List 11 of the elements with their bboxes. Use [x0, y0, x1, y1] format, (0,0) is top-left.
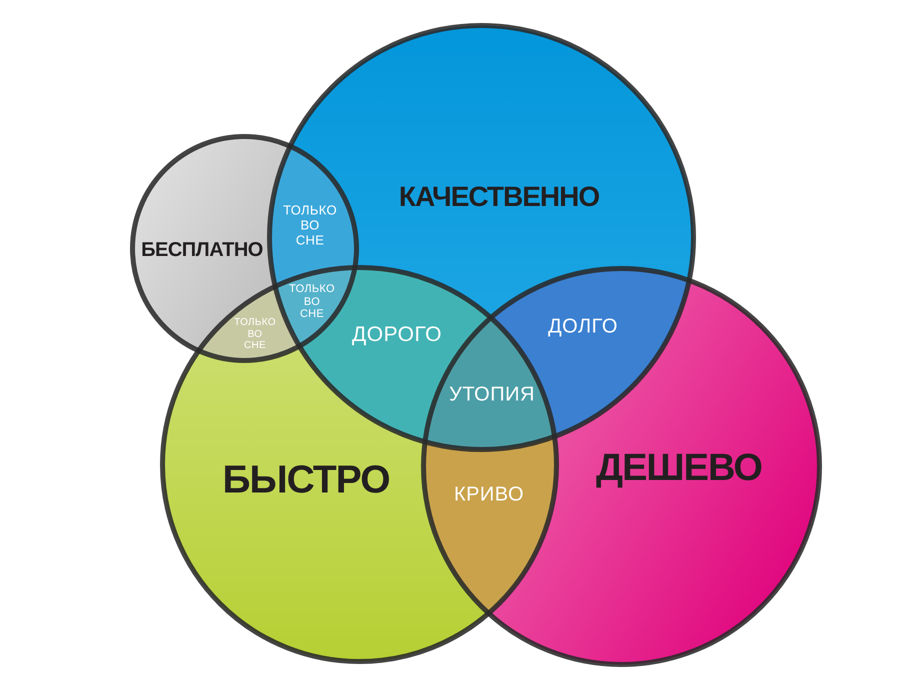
overlap-label: ТОЛЬКО ВО СНЕ [283, 204, 337, 248]
overlap-label: ДОРОГО [352, 322, 442, 348]
overlap-label: ДОЛГО [548, 316, 618, 338]
category-label: БЕСПЛАТНО [141, 240, 263, 260]
overlap-label: УТОПИЯ [449, 384, 535, 406]
category-label: БЫСТРО [222, 460, 390, 500]
overlap-label: ТОЛЬКО ВО СНЕ [289, 283, 335, 321]
category-label: КАЧЕСТВЕННО [398, 183, 600, 211]
category-label: ДЕШЕВО [596, 449, 762, 487]
overlap-label: ТОЛЬКО ВО СНЕ [234, 316, 276, 352]
overlap-label: КРИВО [454, 484, 524, 506]
